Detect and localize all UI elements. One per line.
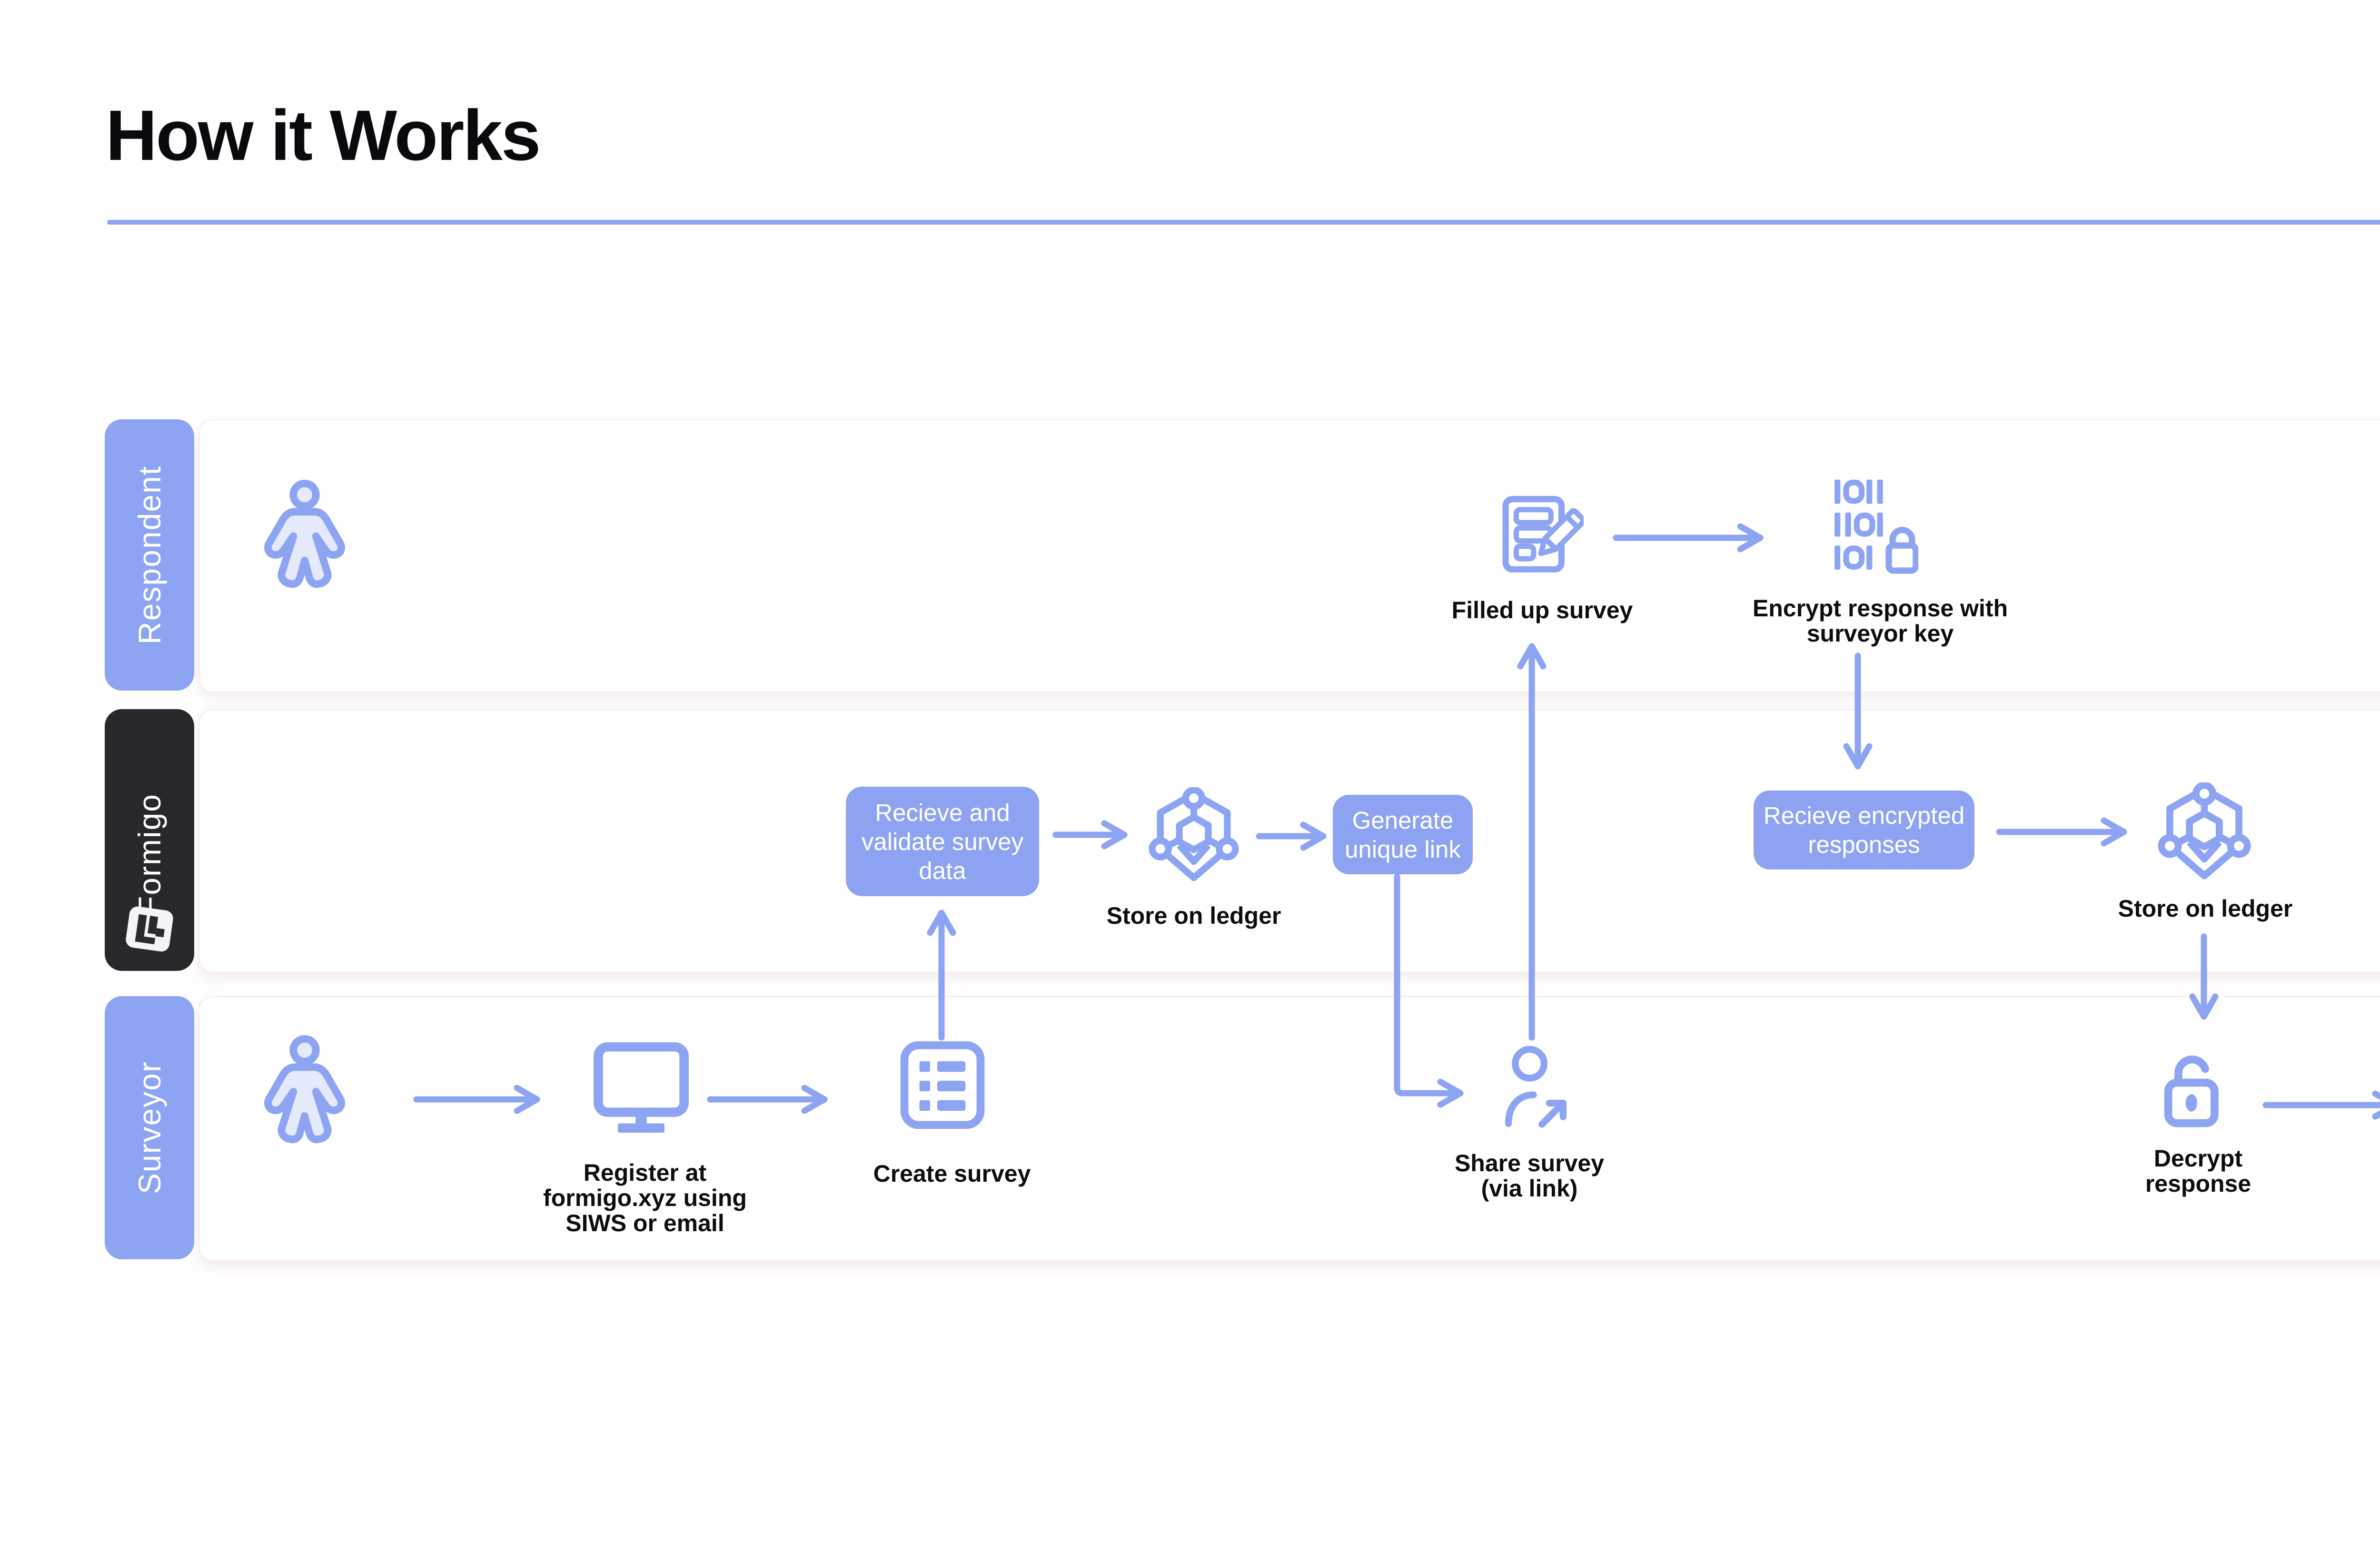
- receive-responses-node: Recieve encrypted responses: [1754, 791, 1974, 870]
- register-line3: SIWS or email: [565, 1210, 724, 1236]
- surveyor-person-icon: [264, 1035, 345, 1144]
- generate-link-node: Generate unique link: [1333, 795, 1473, 874]
- lane-label-formigo-text: Formigo: [132, 793, 167, 916]
- share-line1: Share survey: [1454, 1150, 1605, 1176]
- encrypt-caption-line2: surveyor key: [1806, 620, 1954, 647]
- generate-line2: unique link: [1345, 835, 1461, 863]
- lane-surveyor: [199, 996, 2380, 1261]
- validate-line3: data: [919, 857, 966, 884]
- lane-respondent: [199, 419, 2380, 692]
- register-line2: formigo.xyz using: [543, 1185, 747, 1211]
- arrow-generate-to-share: [1394, 873, 1464, 1108]
- page-title: How it Works: [106, 95, 541, 175]
- lane-label-respondent-text: Respondent: [132, 465, 167, 644]
- register-caption: Register at formigo.xyz using SIWS or em…: [478, 1160, 812, 1236]
- encrypt-binary-lock-icon: [1835, 479, 1918, 574]
- register-line1: Register at: [583, 1159, 707, 1186]
- receive-line1: Recieve encrypted: [1763, 802, 1965, 829]
- lane-label-surveyor-text: Surveyor: [132, 1061, 167, 1195]
- generate-line1: Generate: [1352, 806, 1454, 834]
- ledger-icon-2: [2158, 782, 2251, 880]
- create-survey-icon: [900, 1041, 985, 1129]
- create-survey-caption: Create survey: [873, 1160, 1031, 1187]
- register-monitor-icon: [594, 1042, 689, 1133]
- store-ledger-1-caption: Store on ledger: [1106, 902, 1281, 929]
- store-ledger-2-caption: Store on ledger: [2118, 895, 2293, 922]
- title-underline: [107, 220, 2380, 225]
- decrypt-unlock-icon: [2164, 1055, 2219, 1127]
- decrypt-line2: response: [2145, 1170, 2251, 1197]
- ledger-icon-1: [1149, 787, 1239, 881]
- filled-survey-caption: Filled up survey: [1451, 597, 1633, 623]
- decrypt-caption: Decrypt response: [2055, 1146, 2341, 1196]
- lane-label-respondent: Respondent: [105, 419, 194, 691]
- receive-line2: responses: [1808, 831, 1920, 858]
- lane-formigo: [199, 709, 2380, 973]
- share-survey-icon: [1505, 1046, 1567, 1128]
- validate-line1: Recieve and: [875, 799, 1010, 826]
- share-line2: (via link): [1481, 1175, 1578, 1202]
- encrypt-caption: Encrypt response with surveyor key: [1714, 596, 2047, 646]
- validate-line2: validate survey: [861, 828, 1024, 855]
- lane-label-surveyor: Surveyor: [105, 996, 194, 1259]
- lane-label-formigo: Formigo: [105, 709, 194, 971]
- respondent-person-icon: [264, 480, 345, 588]
- decrypt-line1: Decrypt: [2153, 1145, 2243, 1172]
- filled-survey-icon: [1502, 496, 1584, 573]
- formigo-logo-icon: [126, 906, 173, 952]
- encrypt-caption-line1: Encrypt response with: [1752, 595, 2008, 622]
- share-survey-caption: Share survey (via link): [1387, 1151, 1672, 1201]
- validate-survey-node: Recieve and validate survey data: [846, 787, 1039, 896]
